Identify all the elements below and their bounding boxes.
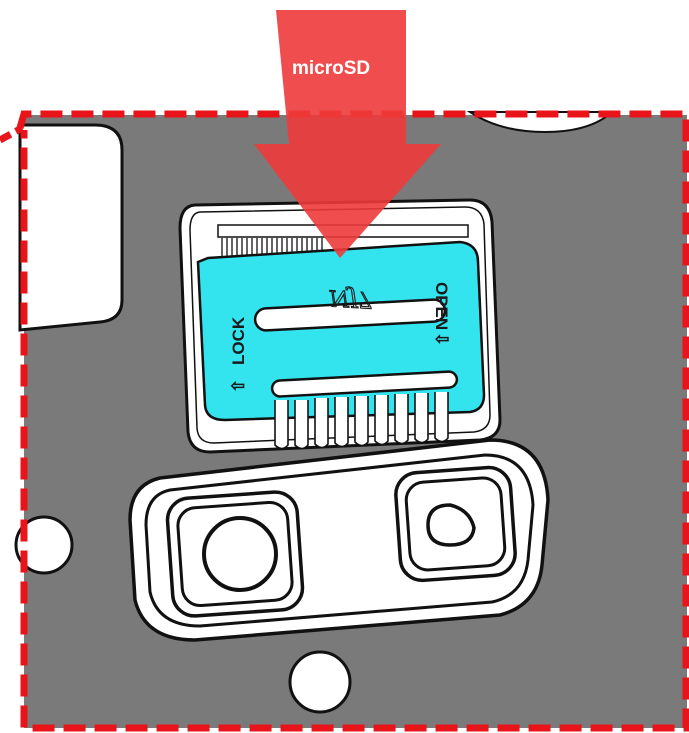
camera-module <box>128 438 550 642</box>
lock-label: LOCK <box>229 316 248 365</box>
open-arrow-icon: ⇩ <box>432 332 451 346</box>
down-arrow-icon <box>254 10 441 258</box>
microsd-callout: microSD <box>254 10 441 258</box>
highlight-border <box>0 110 689 732</box>
chip-marking: NJ7 <box>328 284 372 311</box>
lock-arrow-icon: ⇧ <box>229 379 248 393</box>
microsd-slot: NJ7 ⇧ LOCK OPEN ⇩ <box>178 198 502 454</box>
open-label: OPEN <box>432 282 451 330</box>
callout-label: microSD <box>292 58 370 79</box>
bottom-contact-pins <box>274 392 449 450</box>
